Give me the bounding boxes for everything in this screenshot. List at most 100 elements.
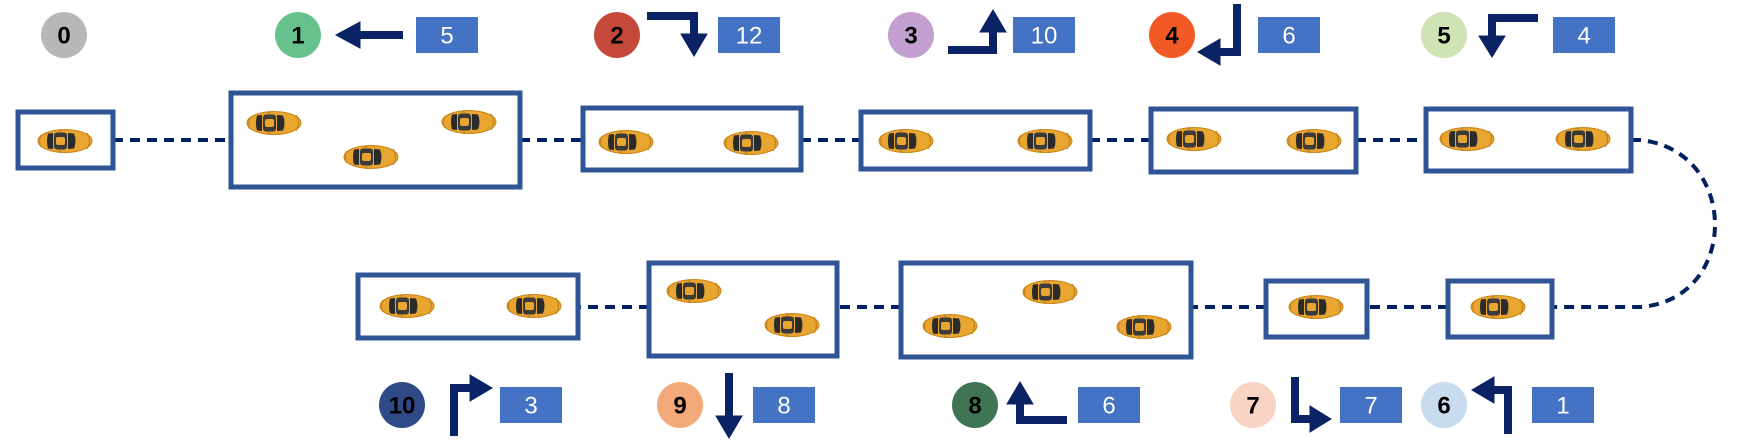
left-arrow-icon xyxy=(334,21,403,49)
stage-9-circle xyxy=(657,382,703,428)
stage-5-count-box xyxy=(1553,17,1615,53)
left-then-down-arrow-icon xyxy=(1478,14,1538,58)
stage-0-box xyxy=(15,109,116,171)
stage-6-label: 6 xyxy=(1437,393,1450,420)
down-arrow-icon xyxy=(715,373,743,439)
car-icon xyxy=(922,313,978,339)
right-then-up-arrow-icon xyxy=(948,9,1007,54)
stage-3-count-box xyxy=(1013,17,1075,53)
car-icon xyxy=(506,293,562,319)
stage-3-circle xyxy=(888,12,934,58)
stage-1-label: 1 xyxy=(291,23,304,50)
stage-10-count: 3 xyxy=(524,393,537,420)
stage-2-count-box xyxy=(718,17,780,53)
stage-9-box xyxy=(646,260,840,359)
stage-5-circle xyxy=(1421,12,1467,58)
stage-0: 0 xyxy=(41,12,87,58)
stage-9-count-box xyxy=(753,387,815,423)
car-icon xyxy=(666,278,722,304)
stage-5-label: 5 xyxy=(1437,23,1450,50)
stage-8-circle xyxy=(952,382,998,428)
stage-8: 8 6 xyxy=(952,381,1140,428)
stage-6: 6 1 xyxy=(1421,376,1594,434)
car-icon xyxy=(1470,294,1526,320)
stage-8-count: 6 xyxy=(1102,393,1115,420)
stage-3: 3 10 xyxy=(888,9,1075,58)
car-icon xyxy=(1166,126,1222,152)
stage-4-count: 6 xyxy=(1282,23,1295,50)
stage-10-circle xyxy=(379,382,425,428)
stage-2-circle xyxy=(594,12,640,58)
stage-7-circle xyxy=(1230,382,1276,428)
stage-4-label: 4 xyxy=(1165,23,1179,50)
stage-9-label: 9 xyxy=(673,393,686,420)
stage-2-count: 12 xyxy=(736,23,763,50)
stage-6-box xyxy=(1445,278,1555,340)
stage-2-label: 2 xyxy=(610,23,623,50)
stage-7-box xyxy=(1263,278,1370,340)
stage-6-count-box xyxy=(1532,387,1594,423)
stage-2: 2 12 xyxy=(594,12,780,58)
stage-1-circle xyxy=(275,12,321,58)
car-icon xyxy=(246,110,302,136)
stage-1-box xyxy=(228,90,523,190)
down-then-left-arrow-icon xyxy=(1197,4,1241,66)
car-icon xyxy=(878,128,934,154)
stage-2-box xyxy=(580,105,804,173)
car-icon xyxy=(1439,126,1495,152)
stage-4-circle xyxy=(1149,12,1195,58)
stage-3-count: 10 xyxy=(1031,23,1058,50)
stage-9: 9 8 xyxy=(657,373,815,439)
car-icon xyxy=(37,128,93,154)
stage-0-circle xyxy=(41,12,87,58)
stage-10-count-box xyxy=(500,387,562,423)
car-icon xyxy=(1286,128,1342,154)
stage-4-count-box xyxy=(1258,17,1320,53)
stage-1-count: 5 xyxy=(440,23,453,50)
car-icon xyxy=(379,293,435,319)
stage-3-box xyxy=(858,109,1093,172)
connector-layer xyxy=(113,138,1717,309)
stage-7: 7 7 xyxy=(1230,377,1402,433)
car-icon xyxy=(1555,126,1611,152)
left-then-up-arrow-icon xyxy=(1006,381,1067,424)
down-then-right-arrow-icon xyxy=(1291,377,1332,433)
up-then-right-arrow-icon xyxy=(450,374,493,436)
car-icon xyxy=(441,109,497,135)
stage-4-box xyxy=(1148,106,1359,175)
stage-3-label: 3 xyxy=(904,23,917,50)
stage-10-label: 10 xyxy=(389,393,416,420)
stage-5: 5 4 xyxy=(1421,12,1615,58)
legend: 0 1 5 2 12 3 xyxy=(41,4,1615,439)
car-icon xyxy=(598,129,654,155)
car-icon xyxy=(1017,128,1073,154)
right-then-down-arrow-icon xyxy=(647,12,708,57)
stage-10-box xyxy=(355,272,581,341)
stage-8-count-box xyxy=(1078,387,1140,423)
car-layer xyxy=(37,109,1611,340)
stage-8-box xyxy=(898,260,1194,360)
stage-0-label: 0 xyxy=(57,23,70,50)
car-icon xyxy=(764,312,820,338)
stage-1: 1 5 xyxy=(275,12,478,58)
stage-10: 10 3 xyxy=(379,374,562,436)
car-icon xyxy=(723,130,779,156)
box-layer xyxy=(15,90,1634,360)
stage-7-count-box xyxy=(1340,387,1402,423)
stage-4: 4 6 xyxy=(1149,4,1320,66)
car-icon xyxy=(1288,294,1344,320)
stage-5-box xyxy=(1423,106,1634,174)
car-icon xyxy=(1116,314,1172,340)
stage-5-count: 4 xyxy=(1577,23,1590,50)
stage-6-count: 1 xyxy=(1556,393,1569,420)
car-icon xyxy=(343,144,399,170)
stage-6-circle xyxy=(1421,382,1467,428)
stage-1-count-box xyxy=(416,17,478,53)
stage-7-label: 7 xyxy=(1246,393,1259,420)
stage-7-count: 7 xyxy=(1364,393,1377,420)
connector-curve xyxy=(1552,138,1717,309)
car-icon xyxy=(1022,279,1078,305)
stage-9-count: 8 xyxy=(777,393,790,420)
stage-8-label: 8 xyxy=(968,393,981,420)
